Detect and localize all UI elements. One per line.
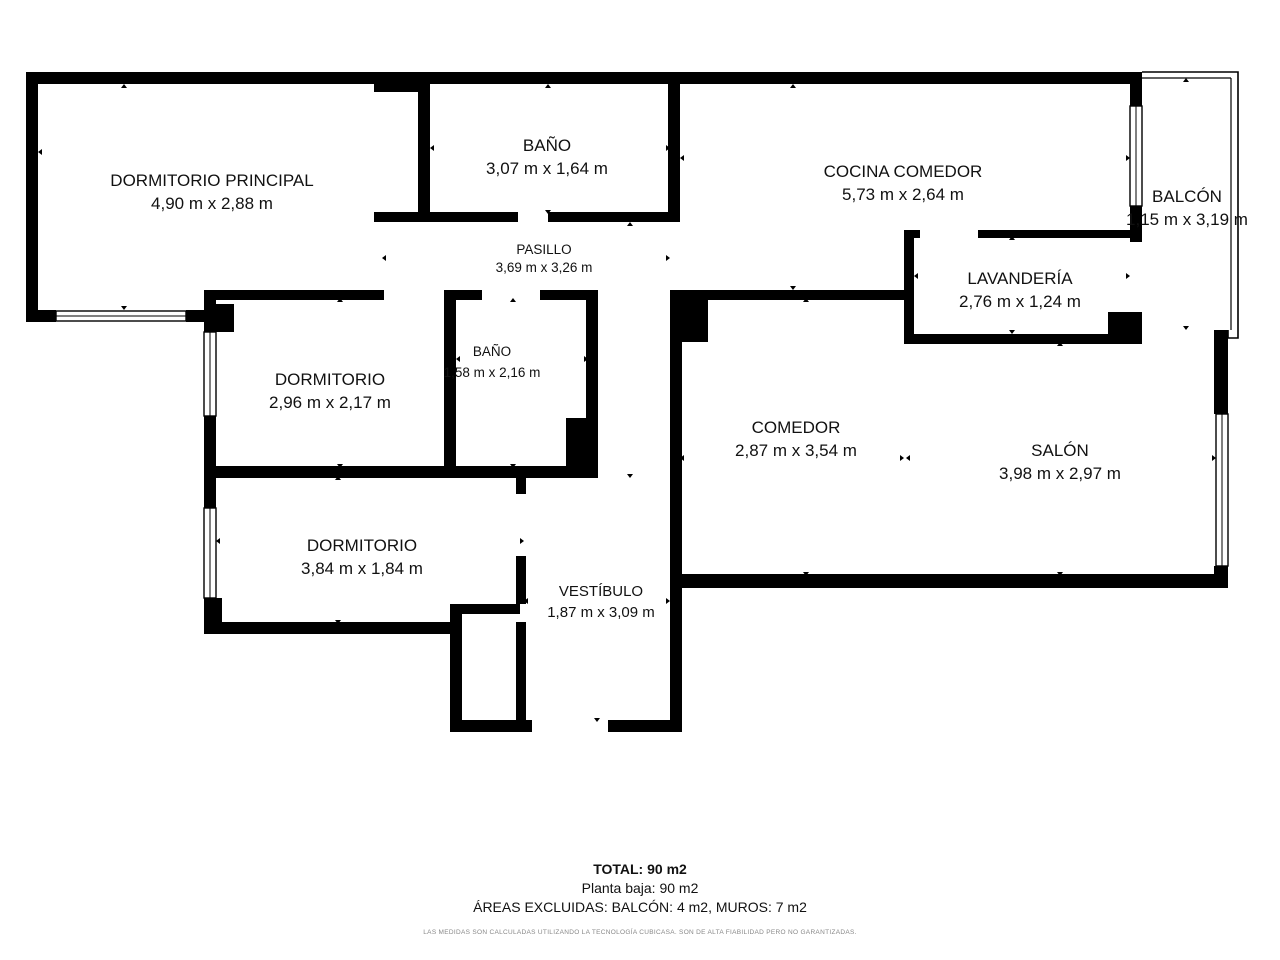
room-dims: 1,15 m x 3,19 m xyxy=(1126,210,1248,229)
room-name: DORMITORIO xyxy=(307,536,417,555)
room-name: SALÓN xyxy=(1031,441,1089,460)
room-dims: 2,87 m x 3,54 m xyxy=(735,441,857,460)
room-dims: 2,76 m x 1,24 m xyxy=(959,292,1081,311)
room-name: LAVANDERÍA xyxy=(967,269,1073,288)
room-name: DORMITORIO xyxy=(275,370,385,389)
room-dims: 5,73 m x 2,64 m xyxy=(842,185,964,204)
room-dims: 1,87 m x 3,09 m xyxy=(547,604,655,621)
room-name: DORMITORIO PRINCIPAL xyxy=(110,171,313,190)
room-comedor: COMEDOR 2,87 m x 3,54 m xyxy=(735,418,857,460)
disclaimer: LAS MEDIDAS SON CALCULADAS UTILIZANDO LA… xyxy=(423,929,857,936)
room-name: COMEDOR xyxy=(752,418,841,437)
room-dims: 3,98 m x 2,97 m xyxy=(999,464,1121,483)
area-summary: TOTAL: 90 m2 Planta baja: 90 m2 ÁREAS EX… xyxy=(0,860,1280,917)
room-name: BAÑO xyxy=(473,344,511,359)
room-bano-1: BAÑO 3,07 m x 1,64 m xyxy=(486,136,608,178)
planta-baja-area: Planta baja: 90 m2 xyxy=(581,880,699,896)
room-dormitorio-principal: DORMITORIO PRINCIPAL 4,90 m x 2,88 m xyxy=(110,171,313,213)
windows xyxy=(55,71,1239,599)
room-dims: 3,69 m x 3,26 m xyxy=(496,260,593,275)
room-name: COCINA COMEDOR xyxy=(824,162,983,181)
room-dormitorio-1: DORMITORIO 2,96 m x 2,17 m xyxy=(269,370,391,412)
room-name: PASILLO xyxy=(516,242,571,257)
room-name: BAÑO xyxy=(523,136,571,155)
room-dims: 2,96 m x 2,17 m xyxy=(269,393,391,412)
dimension-ticks xyxy=(38,78,1216,722)
room-salon: SALÓN 3,98 m x 2,97 m xyxy=(999,441,1121,483)
room-name: VESTÍBULO xyxy=(559,583,643,600)
room-pasillo: PASILLO 3,69 m x 3,26 m xyxy=(496,242,593,275)
room-bano-2: BAÑO 1,58 m x 2,16 m xyxy=(444,344,541,380)
room-balcon: BALCÓN 1,15 m x 3,19 m xyxy=(1126,187,1248,229)
room-name: BALCÓN xyxy=(1152,187,1222,206)
room-dormitorio-2: DORMITORIO 3,84 m x 1,84 m xyxy=(301,536,423,578)
room-dims: 4,90 m x 2,88 m xyxy=(151,194,273,213)
room-dims: 1,58 m x 2,16 m xyxy=(444,365,541,380)
walls xyxy=(26,72,1228,732)
room-cocina-comedor: COCINA COMEDOR 5,73 m x 2,64 m xyxy=(824,162,983,204)
room-dims: 3,84 m x 1,84 m xyxy=(301,559,423,578)
total-area: TOTAL: 90 m2 xyxy=(593,861,687,877)
room-dims: 3,07 m x 1,64 m xyxy=(486,159,608,178)
room-lavanderia: LAVANDERÍA 2,76 m x 1,24 m xyxy=(959,269,1081,311)
room-vestibulo: VESTÍBULO 1,87 m x 3,09 m xyxy=(547,583,655,621)
excluded-areas: ÁREAS EXCLUIDAS: BALCÓN: 4 m2, MUROS: 7 … xyxy=(473,899,807,915)
